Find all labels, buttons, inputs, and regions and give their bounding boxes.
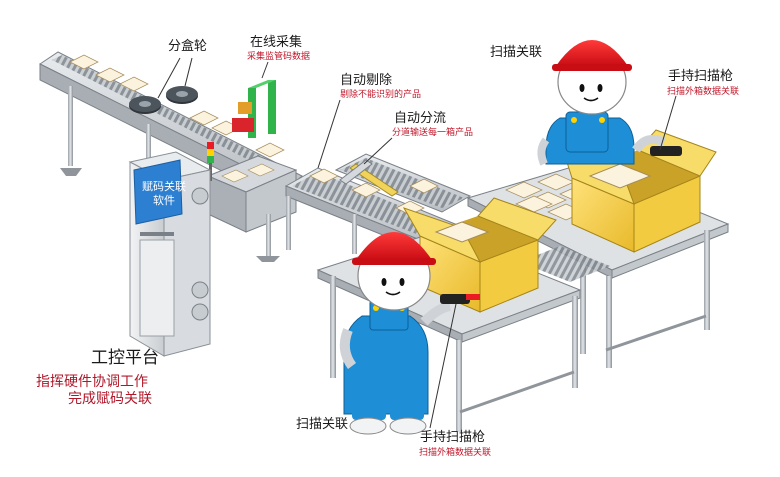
label-handheld-top-sub: 扫描外箱数据关联	[667, 87, 740, 97]
camera-gantry	[232, 80, 276, 138]
label-scan-link-top: 扫描关联	[490, 45, 543, 60]
main-conveyor	[39, 51, 303, 205]
label-control-platform: 工控平台	[91, 348, 159, 368]
label-auto-divert-sub: 分道输送每一箱产品	[392, 128, 474, 138]
label-online-capture: 在线采集	[250, 35, 303, 50]
label-handheld-top: 手持扫描枪	[668, 69, 734, 84]
label-auto-reject-sub: 剔除不能识别的产品	[340, 90, 422, 100]
splitter-wheels	[129, 86, 198, 114]
label-online-capture-sub: 采集监管码数据	[247, 52, 311, 62]
label-handheld-bottom: 手持扫描枪	[420, 430, 486, 445]
worker-top	[537, 40, 682, 166]
reject-bin	[206, 155, 298, 262]
label-auto-divert: 自动分流	[394, 111, 447, 126]
label-handheld-bottom-sub: 扫描外箱数据关联	[419, 448, 492, 458]
worker-bottom	[339, 232, 480, 435]
label-control-platform-sub2: 完成赋码关联	[68, 391, 152, 407]
label-splitter-wheel: 分盒轮	[168, 39, 208, 54]
industrial-control-cabinet	[128, 151, 212, 357]
label-auto-reject: 自动剔除	[340, 73, 393, 88]
label-control-platform-sub1: 指挥硬件协调工作	[36, 374, 148, 390]
screen-label: 赋码关联软件	[142, 180, 186, 207]
left-carton	[402, 197, 557, 313]
label-scan-link-bottom: 扫描关联	[296, 417, 349, 432]
